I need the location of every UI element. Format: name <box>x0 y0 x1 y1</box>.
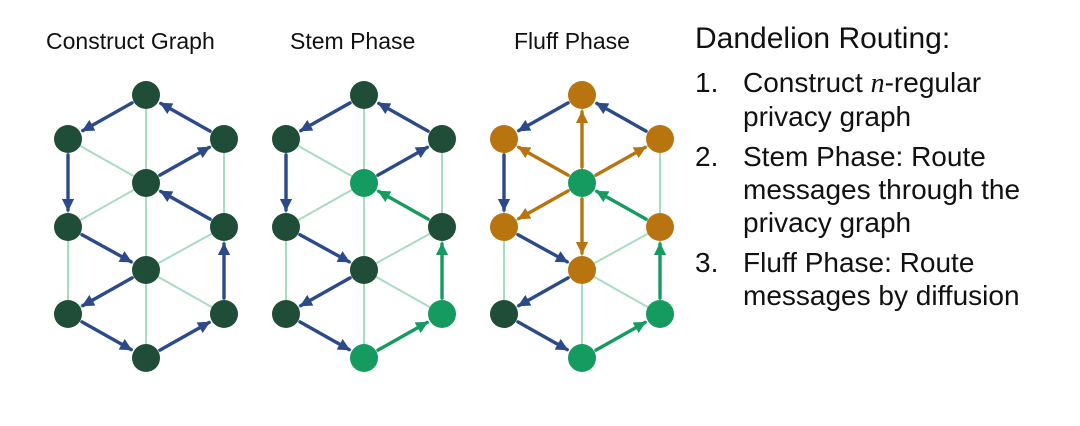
graph-node-dark <box>428 213 456 241</box>
graph-node-dark <box>132 81 160 109</box>
route-arrow-blue <box>81 101 134 133</box>
route-arrow-blue <box>158 320 211 352</box>
step-text-pre: Construct <box>743 67 871 98</box>
route-arrow-green <box>595 189 648 221</box>
graph-node-dark <box>210 213 238 241</box>
graph-node-dark <box>210 300 238 328</box>
route-arrow-orange <box>594 145 647 177</box>
step-text: Stem Phase: Route messages through the p… <box>743 141 1021 238</box>
graph-node-green <box>428 300 456 328</box>
route-arrow-blue <box>517 101 570 133</box>
graph-node-dark <box>272 300 300 328</box>
panel-fluff-phase <box>490 81 674 372</box>
route-arrow-blue <box>516 320 569 352</box>
route-arrow-blue <box>517 276 570 308</box>
route-arrow-blue <box>80 233 133 264</box>
route-arrow-blue <box>595 101 648 133</box>
route-arrow-blue <box>159 101 212 133</box>
route-arrow-green <box>377 189 430 221</box>
graph-node-orange <box>568 81 596 109</box>
step-number: 2. <box>695 141 719 172</box>
graph-node-green <box>350 169 378 197</box>
graph-node-green <box>568 169 596 197</box>
graph-node-dark <box>54 213 82 241</box>
graph-edge <box>67 138 147 184</box>
dandelion-routing-description: Dandelion Routing: 1. Construct n-regula… <box>695 22 1075 319</box>
graph-edge <box>285 138 365 184</box>
step-math-n: n <box>870 68 885 99</box>
route-arrow-blue <box>81 276 134 308</box>
graph-edge <box>145 226 225 271</box>
routing-step: 2. Stem Phase: Route messages through th… <box>695 140 1075 239</box>
routing-step: 1. Construct n-regular privacy graph <box>695 66 1075 133</box>
graph-edge <box>285 182 365 228</box>
route-arrow-blue <box>376 145 429 177</box>
route-arrow-blue <box>299 101 352 133</box>
step-number: 1. <box>695 67 719 98</box>
graph-node-green <box>646 300 674 328</box>
route-arrow-orange <box>517 189 570 221</box>
route-arrow-blue <box>298 320 351 352</box>
route-arrow-blue <box>299 276 352 308</box>
routing-steps-list: 1. Construct n-regular privacy graph 2. … <box>695 66 1075 312</box>
graph-node-dark <box>350 81 378 109</box>
graph-edge <box>145 269 225 315</box>
graph-node-green <box>568 344 596 372</box>
panel-title-construct-graph: Construct Graph <box>46 28 215 54</box>
graph-edge <box>67 182 147 228</box>
route-arrow-green <box>594 320 647 352</box>
step-text: Construct n-regular privacy graph <box>743 66 1053 133</box>
graph-node-dark <box>272 125 300 153</box>
graph-node-dark <box>428 125 456 153</box>
graph-node-dark <box>54 125 82 153</box>
graph-node-orange <box>490 125 518 153</box>
route-arrow-blue <box>377 101 430 133</box>
graph-node-orange <box>490 213 518 241</box>
graph-edge <box>363 269 443 315</box>
step-number: 3. <box>695 247 719 278</box>
graph-node-orange <box>646 125 674 153</box>
graph-node-dark <box>132 169 160 197</box>
graph-node-dark <box>350 256 378 284</box>
routing-title: Dandelion Routing: <box>695 22 951 55</box>
graph-node-dark <box>54 300 82 328</box>
panel-stem-phase <box>272 81 456 372</box>
graph-edge <box>581 269 661 315</box>
panel-title-fluff-phase: Fluff Phase <box>514 28 630 54</box>
route-arrow-blue <box>298 233 351 264</box>
route-arrow-green <box>376 320 429 352</box>
panel-title-stem-phase: Stem Phase <box>290 28 416 54</box>
graph-node-dark <box>132 256 160 284</box>
graph-node-dark <box>132 344 160 372</box>
route-arrow-blue <box>80 320 133 352</box>
route-arrow-blue <box>159 189 212 221</box>
route-arrow-blue <box>158 145 211 177</box>
routing-step: 3. Fluff Phase: Route messages by diffus… <box>695 246 1075 312</box>
route-arrow-blue <box>516 233 569 264</box>
graph-node-dark <box>272 213 300 241</box>
dandelion-graph-diagram <box>54 81 674 372</box>
graph-edge <box>363 226 443 271</box>
graph-node-dark <box>490 300 518 328</box>
graph-edge <box>581 226 661 271</box>
graph-node-green <box>350 344 378 372</box>
route-arrow-orange <box>517 145 570 177</box>
step-text: Fluff Phase: Route messages by diffusion <box>743 247 1020 311</box>
graph-node-orange <box>568 256 596 284</box>
graph-node-dark <box>210 125 238 153</box>
graph-node-orange <box>646 213 674 241</box>
panel-construct-graph <box>54 81 238 372</box>
step-text-post: -regular privacy graph <box>743 67 982 132</box>
